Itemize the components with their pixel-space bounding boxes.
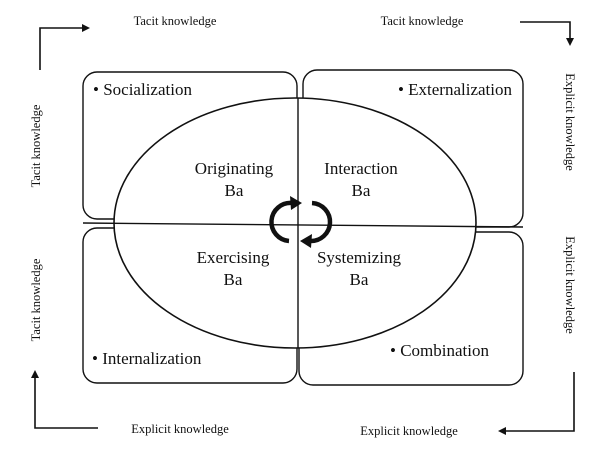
originating-ba-line1: Originating bbox=[195, 159, 274, 178]
externalization-label: • Externalization bbox=[398, 80, 513, 99]
systemizing-ba-line2: Ba bbox=[350, 270, 369, 289]
ba-ellipse bbox=[113, 97, 477, 349]
flow-arrow-bottom-right-icon bbox=[498, 372, 575, 435]
cycle-arrow-left-icon bbox=[269, 200, 293, 244]
exercising-ba-line1: Exercising bbox=[197, 248, 270, 267]
flow-arrow-top-right-icon bbox=[520, 21, 574, 46]
originating-ba-line2: Ba bbox=[225, 181, 244, 200]
exercising-ba-line2: Ba bbox=[224, 270, 243, 289]
axis-label-top-left: Tacit knowledge bbox=[134, 14, 217, 28]
axis-label-left-upper: Tacit knowledge bbox=[29, 104, 43, 187]
cycle-arrowhead-bottom-icon bbox=[300, 234, 312, 248]
axis-label-top-right: Tacit knowledge bbox=[381, 14, 464, 28]
interaction-ba-line2: Ba bbox=[352, 181, 371, 200]
socialization-label: • Socialization bbox=[93, 80, 192, 99]
combination-label: • Combination bbox=[390, 341, 489, 360]
axis-label-left-lower: Tacit knowledge bbox=[29, 258, 43, 341]
axis-label-right-upper: Explicit knowledge bbox=[563, 73, 577, 171]
axis-label-bottom-right: Explicit knowledge bbox=[360, 424, 458, 438]
internalization-label: • Internalization bbox=[92, 349, 202, 368]
horizontal-divider bbox=[82, 222, 524, 228]
flow-arrow-bottom-left-icon bbox=[31, 370, 98, 429]
cycle-arrow-right-icon bbox=[309, 200, 333, 244]
axis-label-right-lower: Explicit knowledge bbox=[563, 236, 577, 334]
cycle-arrowhead-top-icon bbox=[290, 196, 302, 210]
interaction-ba-line1: Interaction bbox=[324, 159, 398, 178]
flow-arrow-top-left-icon bbox=[39, 24, 90, 70]
axis-label-bottom-left: Explicit knowledge bbox=[131, 422, 229, 436]
systemizing-ba-line1: Systemizing bbox=[317, 248, 402, 267]
